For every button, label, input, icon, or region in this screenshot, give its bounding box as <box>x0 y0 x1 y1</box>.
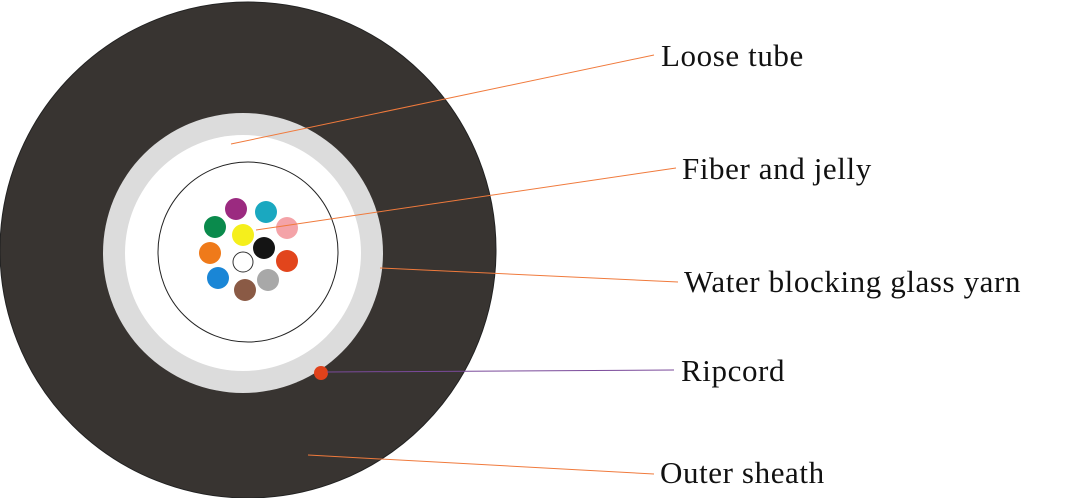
fiber-red <box>276 250 298 272</box>
fiber-group <box>199 198 298 301</box>
loose-tube-label: Loose tube <box>661 38 804 73</box>
fiber-slate <box>257 269 279 291</box>
loose-tube-leader-line <box>230 54 655 145</box>
fiber-aqua <box>255 201 277 223</box>
fiber-and-jelly-label: Fiber and jelly <box>682 151 872 186</box>
ripcord <box>314 366 328 380</box>
fiber-black <box>253 237 275 259</box>
fiber-orange <box>199 242 221 264</box>
water-blocking-glass-yarn-label: Water blocking glass yarn <box>684 264 1021 299</box>
fiber-yellow <box>232 224 254 246</box>
fiber-blue <box>207 267 229 289</box>
fiber-bundle-outline <box>157 161 339 343</box>
glass-yarn-leader-line <box>379 267 679 283</box>
fiber-green <box>204 216 226 238</box>
outer-sheath-label: Outer sheath <box>660 455 825 490</box>
fiber-rose <box>276 217 298 239</box>
ripcord-leader-line <box>326 369 675 373</box>
fiber-violet <box>225 198 247 220</box>
outer-sheath-leader-line <box>307 454 655 475</box>
fiber-and-jelly-leader-line <box>255 167 677 231</box>
fiber-brown <box>234 279 256 301</box>
fiber-white <box>232 251 254 273</box>
ripcord-label: Ripcord <box>681 353 785 388</box>
